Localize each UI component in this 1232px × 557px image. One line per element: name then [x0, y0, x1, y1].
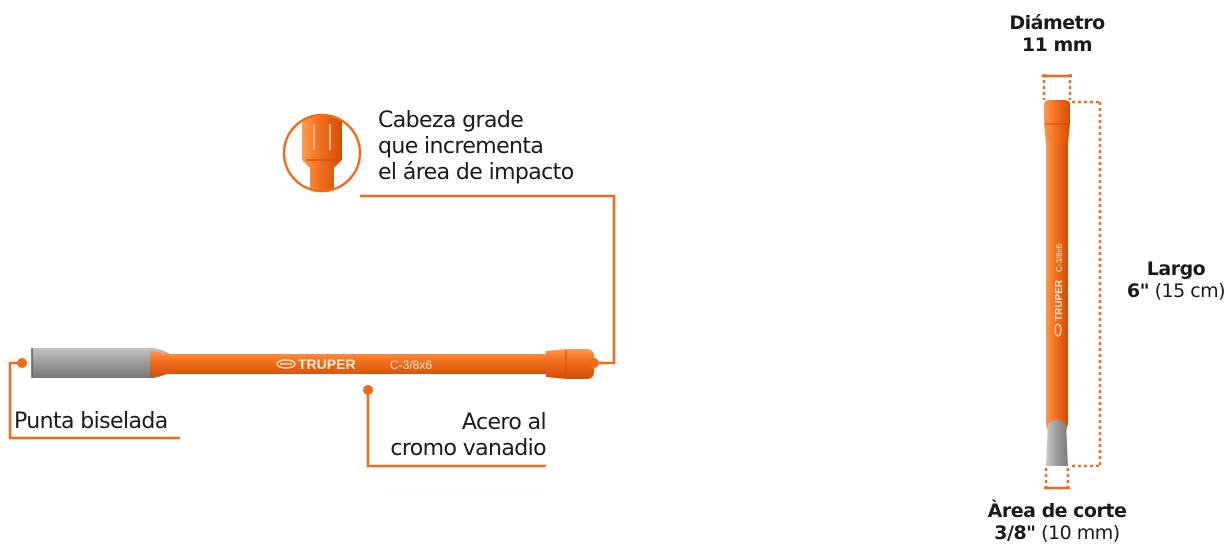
cut-value-bold: 3/8": [994, 522, 1036, 544]
steel-callout-line2: cromo vanadio: [390, 436, 546, 461]
length-value-bold: 6": [1126, 280, 1150, 302]
callout-lines: [8, 194, 616, 468]
chisel-vertical-model-text: C-3/8x6: [1055, 243, 1064, 272]
head-callout-line3: el área de impacto: [378, 160, 574, 185]
chisel-vertical: TRUPER C-3/8x6: [1044, 100, 1070, 466]
steel-callout-dot: [363, 385, 373, 395]
chisel-blade: [32, 348, 170, 378]
chisel-horizontal: TRUPER C-3/8x6: [31, 348, 594, 379]
dimension-lines: [1042, 74, 1102, 490]
length-label-group: Largo 6" (15 cm): [1120, 258, 1232, 302]
chisel-body: [150, 351, 548, 377]
steel-callout-label: Acero al cromo vanadio: [380, 410, 546, 462]
diameter-label-group: Diámetro 11 mm: [1000, 12, 1114, 56]
length-label: Largo: [1146, 258, 1206, 280]
head-callout-line2: que incrementa: [378, 134, 544, 159]
chisel-vertical-brand-text: TRUPER: [1054, 279, 1065, 321]
cut-value-rest: (10 mm): [1035, 522, 1120, 544]
diameter-label: Diámetro: [1009, 12, 1105, 34]
truper-logo-icon: [276, 359, 296, 369]
chisel-head: [546, 349, 594, 379]
chisel-model-text: C-3/8x6: [390, 358, 432, 372]
tip-callout-label: Punta biselada: [14, 409, 168, 434]
cut-label: Àrea de corte: [987, 500, 1127, 522]
chisel-brand-text: TRUPER: [298, 356, 356, 372]
head-callout-dot: [589, 358, 599, 368]
head-zoom-circle: [282, 113, 362, 193]
chisel-vertical-body: [1046, 142, 1068, 436]
dimension-bars: [1042, 74, 1072, 490]
cut-label-group: Àrea de corte 3/8" (10 mm): [982, 500, 1132, 544]
steel-callout-line1: Acero al: [461, 410, 547, 435]
chisel-vertical-head: [1044, 100, 1070, 144]
head-callout-label: Cabeza grade que incrementa el área de i…: [378, 108, 574, 186]
tip-callout-dot: [17, 358, 27, 368]
head-callout-line1: Cabeza grade: [378, 108, 524, 133]
chisel-vertical-blade: [1046, 420, 1068, 466]
diameter-value: 11 mm: [1021, 34, 1093, 56]
length-value-rest: (15 cm): [1149, 280, 1226, 302]
